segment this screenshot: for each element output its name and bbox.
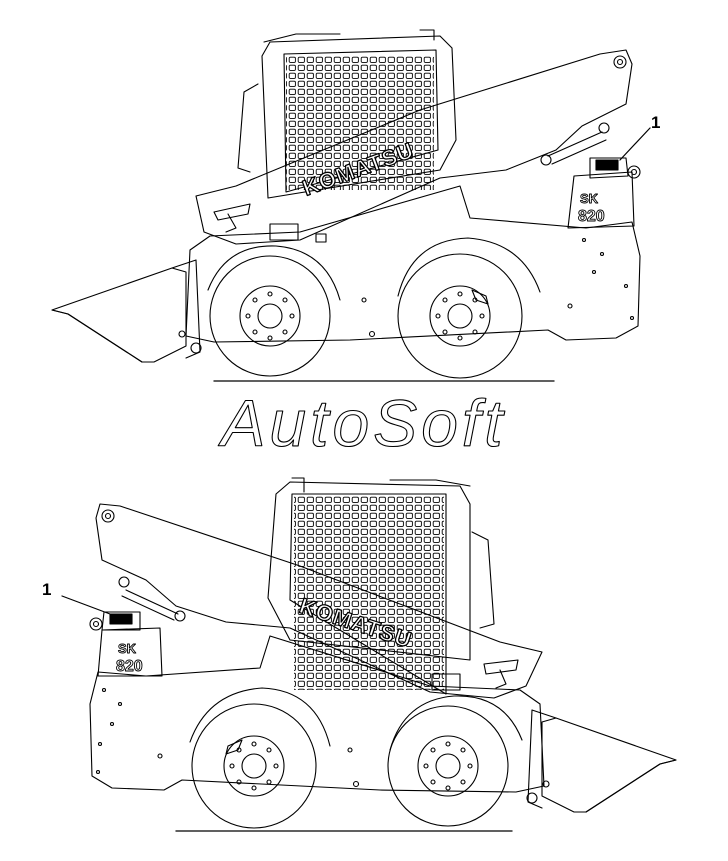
model-sk-bottom: SK <box>118 641 137 656</box>
cab-mesh-frame-top <box>283 49 439 193</box>
chassis-body-bottom <box>89 635 545 793</box>
fender-rear-bottom <box>189 687 331 747</box>
rear-hub-top <box>447 303 473 329</box>
logo-badge-bottom <box>483 659 519 689</box>
model-sk-top: SK <box>580 191 599 206</box>
cylinder-pin-bottom <box>174 610 186 622</box>
bucket-bottom <box>541 717 677 813</box>
vent-top <box>315 233 327 243</box>
arm-pivot-top-inner <box>616 58 624 66</box>
rear-wheel-top <box>397 253 523 379</box>
cab-front-mesh-top <box>286 56 434 190</box>
callout-number-bottom: 1 <box>42 580 52 599</box>
rear-panel-bottom <box>97 627 163 677</box>
decal-bottom-holder <box>101 611 141 631</box>
lift-cylinder-bottom <box>121 589 179 621</box>
callout-number-top: 1 <box>651 113 661 132</box>
arm-pivot-top <box>613 55 627 69</box>
front-rim-bottom <box>417 735 479 797</box>
step-top <box>269 223 299 241</box>
valve-bottom <box>225 739 243 755</box>
bucket-pin-bottom <box>526 792 538 804</box>
front-lugs-top <box>245 291 295 341</box>
rear-rim-bottom <box>223 735 285 797</box>
fender-front-bottom <box>389 695 523 751</box>
rear-lugs-bottom <box>229 741 279 791</box>
callout-leader-top <box>619 127 651 161</box>
front-rim-top <box>239 285 301 347</box>
body-fasteners-top <box>361 237 635 338</box>
callout-leader-bottom <box>61 595 111 615</box>
lift-cylinder-top <box>547 131 607 165</box>
fender-front-top <box>207 245 341 301</box>
chassis-body-top <box>185 185 641 343</box>
cylinder-pin-top-2 <box>598 122 610 134</box>
decal-top-holder <box>589 157 629 179</box>
step-bottom <box>431 673 461 691</box>
cab-side-rail-bottom <box>471 531 495 629</box>
decal-bottom <box>109 613 133 625</box>
rear-hub-bottom <box>241 753 267 779</box>
bucket-edge-top <box>51 309 143 363</box>
cylinder-pin-bottom-2 <box>118 576 130 588</box>
bucket-pin-top <box>190 342 202 354</box>
front-hub-top <box>257 303 283 329</box>
bucket-mount-top <box>171 259 201 359</box>
front-lugs-bottom <box>423 741 473 791</box>
bucket-edge-bottom <box>585 759 677 813</box>
tail-light-bottom <box>89 617 103 631</box>
front-wheel-top <box>209 255 331 377</box>
model-num-bottom: 820 <box>116 658 143 675</box>
decal-top <box>595 159 619 171</box>
front-hub-bottom <box>435 753 461 779</box>
tail-light-bottom-inner <box>92 620 100 628</box>
bucket-pin-top-2 <box>178 330 186 338</box>
rear-panel-top <box>567 171 635 229</box>
rear-wheel-bottom <box>191 703 317 829</box>
bucket-mount-bottom <box>527 709 557 809</box>
logo-badge-top <box>213 203 251 233</box>
rear-rim-top <box>429 285 491 347</box>
fender-rear-top <box>397 237 541 297</box>
loader-arm-bottom <box>95 503 543 699</box>
cab-rops-top <box>261 35 457 199</box>
loader-arm-top <box>195 49 633 245</box>
front-wheel-bottom <box>387 705 509 827</box>
watermark: AutoSoft <box>217 386 506 460</box>
cab-side-rail-top <box>237 83 259 173</box>
bucket-top <box>51 267 187 363</box>
cab-front-mesh-bottom <box>294 496 444 690</box>
loader-top-view: KOMATSU SK 820 <box>51 29 651 382</box>
arm-pivot-bottom-inner <box>104 512 112 520</box>
model-num-top: 820 <box>578 208 605 225</box>
roof-rail-top <box>263 29 435 43</box>
bucket-pin-bottom-2 <box>542 780 550 788</box>
arm-pivot-bottom <box>101 509 115 523</box>
cab-mesh-frame-bottom <box>289 493 447 695</box>
valve-top <box>471 289 489 305</box>
loader-bottom-view: KOMATSU SK 820 <box>61 477 677 832</box>
rear-lugs-top <box>435 291 485 341</box>
roof-rail-bottom <box>291 477 471 493</box>
body-fasteners-bottom <box>95 687 360 788</box>
cylinder-pin-top <box>540 154 552 166</box>
